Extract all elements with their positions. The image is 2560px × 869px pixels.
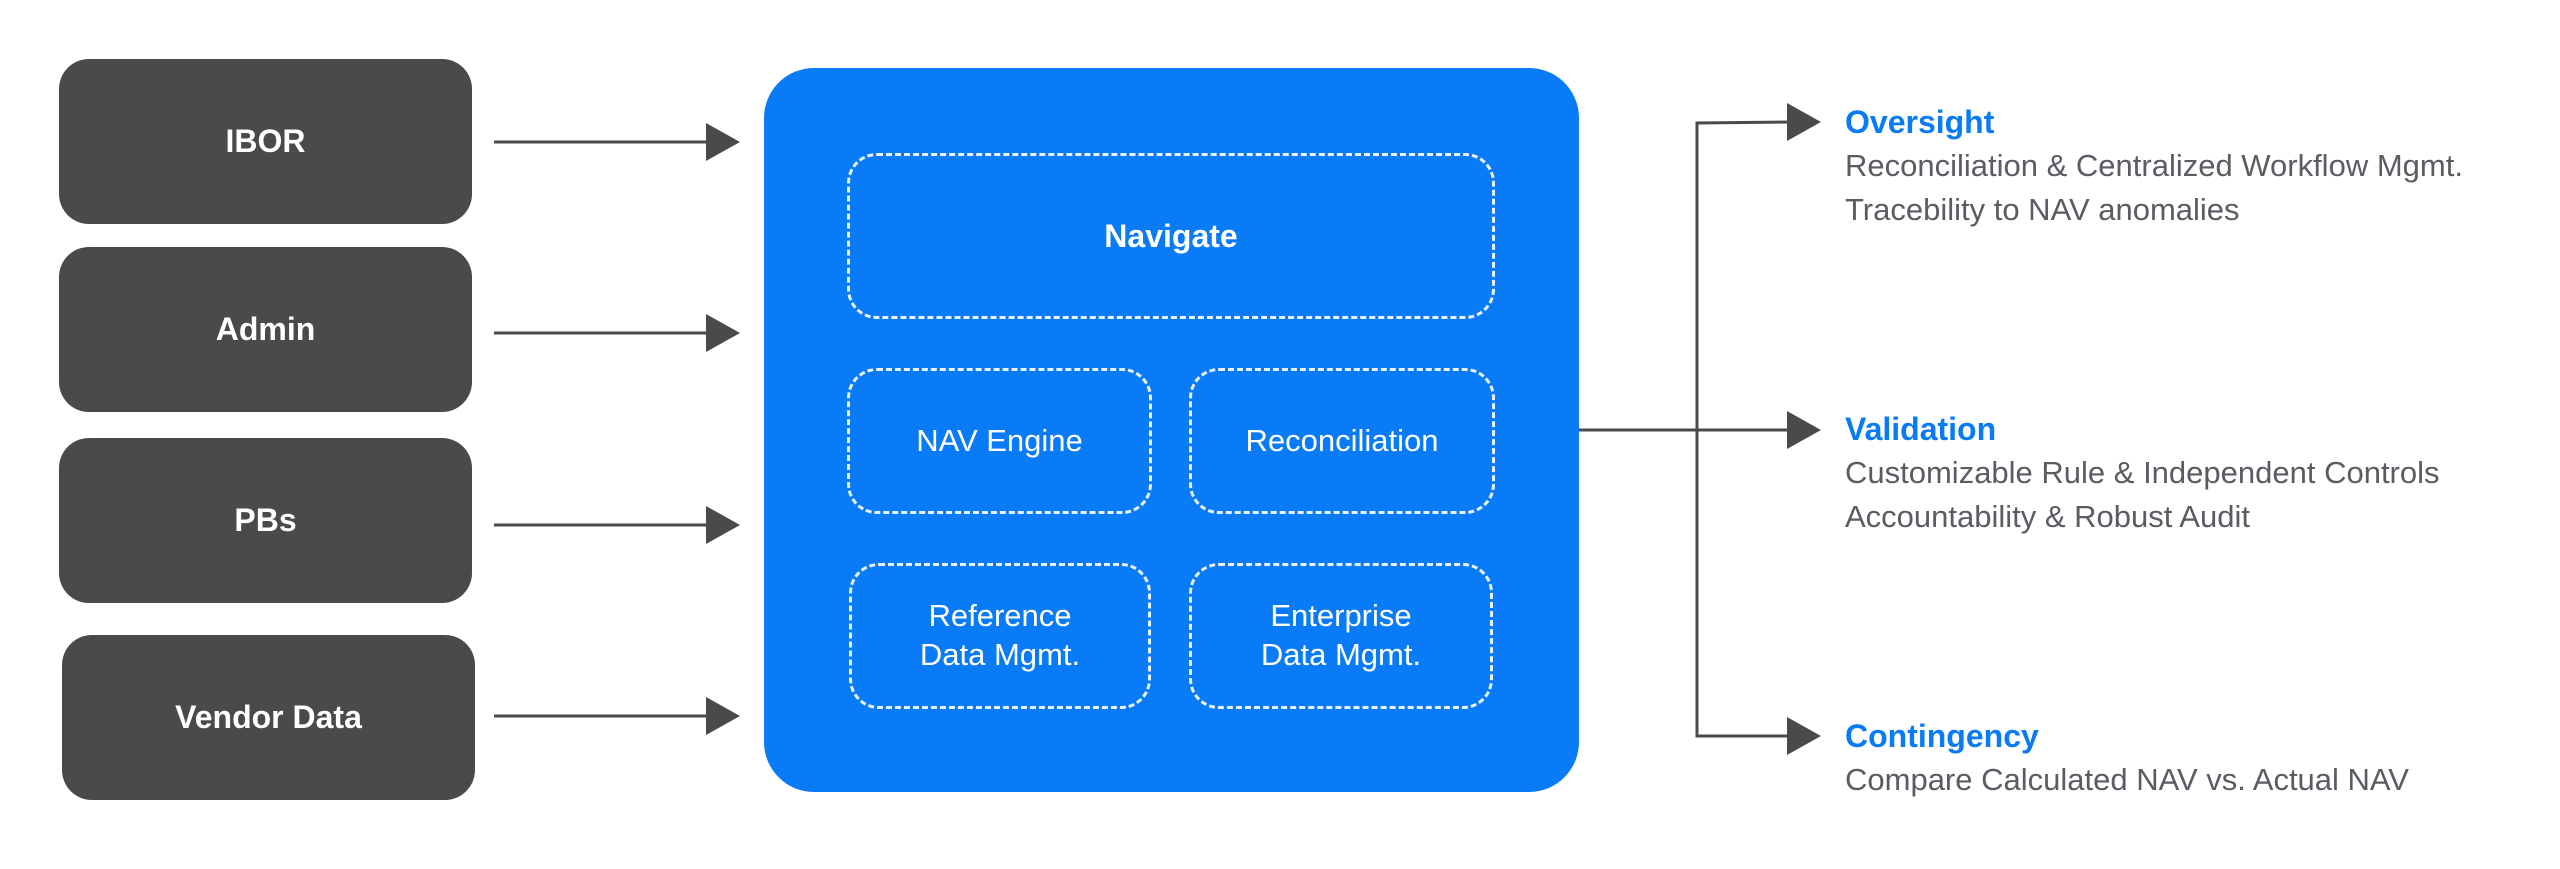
- module-reconciliation: Reconciliation: [1189, 368, 1495, 514]
- module-label: NAV Engine: [916, 422, 1083, 458]
- platform-container: Navigate NAV Engine Reconciliation Refer…: [764, 68, 1579, 792]
- source-label: PBs: [234, 502, 297, 538]
- outcome-title: Contingency: [1845, 718, 2039, 754]
- module-reference-data: Reference Data Mgmt.: [849, 563, 1151, 709]
- outcome-validation: Validation Customizable Rule & Independe…: [1845, 407, 2545, 539]
- outcome-line: Customizable Rule & Independent Controls: [1845, 455, 2440, 490]
- module-label: Navigate: [1104, 218, 1238, 254]
- arrowhead: [1787, 717, 1821, 755]
- module-enterprise-data: Enterprise Data Mgmt.: [1189, 563, 1493, 709]
- arrowhead: [706, 697, 740, 735]
- module-label: Reference Data Mgmt.: [919, 598, 1081, 672]
- outcome-line: Tracebility to NAV anomalies: [1845, 192, 2240, 227]
- module-label: Reconciliation: [1245, 422, 1439, 458]
- outcome-line: Compare Calculated NAV vs. Actual NAV: [1845, 762, 2409, 797]
- source-label: IBOR: [225, 123, 306, 159]
- outcome-line: Reconciliation & Centralized Workflow Mg…: [1845, 148, 2463, 183]
- outcome-oversight: Oversight Reconciliation & Centralized W…: [1845, 100, 2545, 232]
- arrowhead: [1787, 411, 1821, 449]
- module-nav-engine: NAV Engine: [847, 368, 1152, 514]
- source-vendor-data: Vendor Data: [62, 635, 475, 800]
- connector-branch: [1695, 120, 1793, 738]
- source-label: Vendor Data: [175, 699, 362, 735]
- module-navigate: Navigate: [847, 153, 1495, 319]
- arrowhead: [706, 314, 740, 352]
- outcome-title: Oversight: [1845, 104, 1995, 140]
- arrowhead: [706, 123, 740, 161]
- source-ibor: IBOR: [59, 59, 472, 224]
- outcome-title: Validation: [1845, 411, 1997, 447]
- arrowhead: [706, 506, 740, 544]
- source-label: Admin: [215, 311, 316, 347]
- source-admin: Admin: [59, 247, 472, 412]
- outcome-line: Accountability & Robust Audit: [1845, 499, 2250, 534]
- module-label: Enterprise Data Mgmt.: [1260, 598, 1422, 672]
- outcome-contingency: Contingency Compare Calculated NAV vs. A…: [1845, 714, 2545, 802]
- source-pbs: PBs: [59, 438, 472, 603]
- arrowhead: [1787, 103, 1821, 141]
